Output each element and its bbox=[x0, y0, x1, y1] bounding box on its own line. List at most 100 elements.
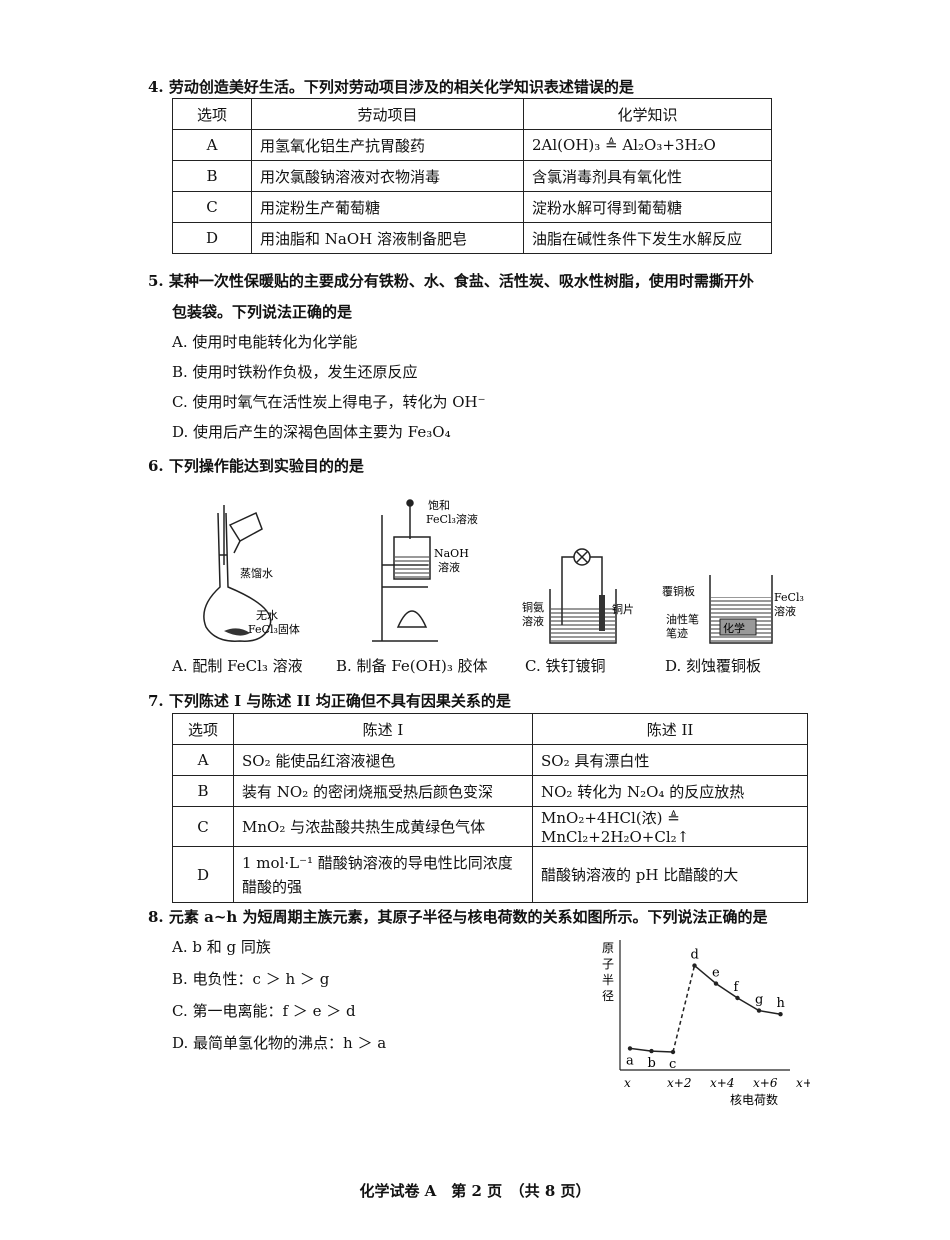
q4-row-b-project: 用次氯酸钠溶液对衣物消毒 bbox=[251, 160, 524, 192]
point-label-c: c bbox=[669, 1057, 676, 1072]
q4-row-a-option: A bbox=[172, 129, 252, 161]
q7-row-d-statement-2: 醋酸钠溶液的 pH 比醋酸的大 bbox=[532, 846, 808, 903]
x-tick-4: x+8 bbox=[796, 1076, 810, 1090]
q7-table: 选项 陈述 I 陈述 II A SO₂ 能使品红溶液褪色 SO₂ 具有漂白性 B… bbox=[172, 713, 808, 903]
q5-option-d: D. 使用后产生的深褐色固体主要为 Fe₃O₄ bbox=[172, 423, 451, 441]
point-c bbox=[670, 1049, 676, 1055]
label-b-top-1: 饱和 bbox=[428, 498, 450, 512]
label-d-board: 覆铜板 bbox=[662, 584, 695, 598]
q7-stem: 7. 下列陈述 I 与陈述 II 均正确但不具有因果关系的是 bbox=[148, 692, 511, 710]
q5-option-c: C. 使用时氧气在活性炭上得电子，转化为 OH⁻ bbox=[172, 393, 486, 411]
q4-row-a-knowledge: 2Al(OH)₃ ≜ Al₂O₃+3H₂O bbox=[523, 129, 772, 161]
q7-row-a-statement-1: SO₂ 能使品红溶液褪色 bbox=[233, 744, 533, 776]
q6-caption-b: B. 制备 Fe(OH)₃ 胶体 bbox=[336, 657, 488, 675]
label-d-mark: 化学 bbox=[723, 621, 745, 635]
label-b-naoh-2: 溶液 bbox=[438, 560, 460, 574]
label-a-solid-2: FeCl₃固体 bbox=[248, 622, 300, 636]
segment-b-c bbox=[651, 1050, 674, 1053]
point-label-a: a bbox=[626, 1053, 634, 1068]
point-label-h: h bbox=[777, 996, 786, 1011]
q5-option-a: A. 使用时电能转化为化学能 bbox=[172, 333, 358, 351]
label-a-water: 蒸馏水 bbox=[240, 566, 273, 580]
label-d-pen-2: 笔迹 bbox=[666, 626, 688, 640]
q4-header-project: 劳动项目 bbox=[251, 98, 524, 130]
x-tick-1: x+2 bbox=[667, 1076, 691, 1090]
q4-row-b-knowledge: 含氯消毒剂具有氧化性 bbox=[523, 160, 772, 192]
x-tick-3: x+6 bbox=[753, 1076, 778, 1090]
q7-row-c-statement-2: MnO₂+4HCl(浓) ≜ MnCl₂+2H₂O+Cl₂↑ bbox=[532, 806, 808, 847]
label-b-top-2: FeCl₃溶液 bbox=[426, 512, 478, 526]
label-d-pen-1: 油性笔 bbox=[666, 612, 699, 626]
point-label-b: b bbox=[648, 1056, 656, 1071]
label-d-sol-1: FeCl₃ bbox=[774, 591, 804, 604]
q4-row-d-option: D bbox=[172, 222, 252, 254]
page-footer: 化学试卷 A 第 2 页 （共 8 页） bbox=[359, 1182, 591, 1200]
point-label-g: g bbox=[755, 993, 763, 1008]
label-c-right: 铜片 bbox=[612, 602, 634, 616]
label-d-sol-2: 溶液 bbox=[774, 604, 796, 618]
apparatus-a-volumetric-flask: 蒸馏水 无水 FeCl₃固体 bbox=[203, 505, 300, 642]
q7-row-a-option: A bbox=[172, 744, 234, 776]
q5-option-b: B. 使用时铁粉作负极，发生还原反应 bbox=[172, 363, 418, 381]
q4-row-b-option: B bbox=[172, 160, 252, 192]
point-h bbox=[778, 1012, 783, 1017]
q4-row-c-knowledge: 淀粉水解可得到葡萄糖 bbox=[523, 191, 772, 223]
q7-header-option: 选项 bbox=[172, 713, 234, 745]
segment-f-g bbox=[737, 997, 760, 1012]
y-axis-label: 原子半径 bbox=[602, 941, 614, 1003]
segment-c-d bbox=[672, 965, 696, 1053]
x-tick-0: x bbox=[624, 1076, 631, 1090]
q7-row-d-option: D bbox=[172, 846, 234, 903]
segment-d-e bbox=[694, 965, 717, 985]
segment-e-f bbox=[715, 982, 738, 999]
x-tick-2: x+4 bbox=[710, 1076, 734, 1090]
q4-header-knowledge: 化学知识 bbox=[523, 98, 772, 130]
point-a bbox=[627, 1046, 633, 1051]
label-b-naoh-1: NaOH bbox=[434, 547, 469, 560]
q7-row-b-option: B bbox=[172, 775, 234, 807]
q7-row-c-option: C bbox=[172, 806, 234, 847]
point-b bbox=[649, 1048, 654, 1054]
q5-stem-line2: 包装袋。下列说法正确的是 bbox=[172, 303, 353, 321]
q8-stem: 8. 元素 a~h 为短周期主族元素，其原子半径与核电荷数的关系如图所示。下列说… bbox=[148, 908, 768, 926]
q8-option-c: C. 第一电离能：f ＞ e ＞ d bbox=[172, 1002, 356, 1020]
q6-caption-a: A. 配制 FeCl₃ 溶液 bbox=[172, 657, 303, 675]
q4-row-a-project: 用氢氧化铝生产抗胃酸药 bbox=[251, 129, 524, 161]
apparatus-d-etching: 化学 覆铜板 油性笔 笔迹 FeCl₃ 溶液 bbox=[662, 575, 804, 644]
q7-row-a-statement-2: SO₂ 具有漂白性 bbox=[532, 744, 808, 776]
q8-option-d: D. 最简单氢化物的沸点：h ＞ a bbox=[172, 1034, 387, 1052]
q4-row-c-project: 用淀粉生产葡萄糖 bbox=[251, 191, 524, 223]
q4-table: 选项 劳动项目 化学知识 A 用氢氧化铝生产抗胃酸药 2Al(OH)₃ ≜ Al… bbox=[172, 98, 772, 254]
q7-row-c-statement-1: MnO₂ 与浓盐酸共热生成黄绿色气体 bbox=[233, 806, 533, 847]
point-label-d: d bbox=[691, 948, 699, 963]
q8-option-a: A. b 和 g 同族 bbox=[172, 938, 271, 956]
q4-row-c-option: C bbox=[172, 191, 252, 223]
x-axis-label: 核电荷数 bbox=[730, 1092, 778, 1107]
q8-option-b: B. 电负性：c ＞ h ＞ g bbox=[172, 970, 330, 988]
segment-a-b bbox=[629, 1047, 652, 1052]
label-c-left-2: 溶液 bbox=[522, 614, 544, 628]
apparatus-c-electroplating: 铜氨 溶液 铜片 bbox=[522, 548, 634, 644]
q7-row-b-statement-2: NO₂ 转化为 N₂O₄ 的反应放热 bbox=[532, 775, 808, 807]
q4-row-d-knowledge: 油脂在碱性条件下发生水解反应 bbox=[523, 222, 772, 254]
q4-stem: 4. 劳动创造美好生活。下列对劳动项目涉及的相关化学知识表述错误的是 bbox=[148, 78, 634, 96]
segment-g-h bbox=[758, 1009, 781, 1015]
q5-stem-line1: 5. 某种一次性保暖贴的主要成分有铁粉、水、食盐、活性炭、吸水性树脂，使用时需撕… bbox=[148, 272, 754, 290]
point-label-f: f bbox=[734, 980, 740, 995]
q6-caption-d: D. 刻蚀覆铜板 bbox=[665, 657, 762, 675]
q6-stem: 6. 下列操作能达到实验目的的是 bbox=[148, 457, 364, 475]
label-a-solid-1: 无水 bbox=[256, 609, 278, 622]
q4-header-option: 选项 bbox=[172, 98, 252, 130]
q7-row-d-statement-1: 1 mol·L⁻¹ 醋酸钠溶液的导电性比同浓度醋酸的强 bbox=[233, 846, 533, 903]
point-f bbox=[735, 995, 740, 1001]
apparatus-b-colloid-setup: 饱和 FeCl₃溶液 NaOH 溶液 bbox=[372, 498, 478, 642]
point-d bbox=[692, 963, 697, 968]
q7-header-statement-2: 陈述 II bbox=[532, 713, 808, 745]
point-label-e: e bbox=[712, 966, 720, 981]
point-g bbox=[756, 1008, 762, 1013]
q4-row-d-project: 用油脂和 NaOH 溶液制备肥皂 bbox=[251, 222, 524, 254]
q7-header-statement-1: 陈述 I bbox=[233, 713, 533, 745]
q6-caption-c: C. 铁钉镀铜 bbox=[525, 657, 606, 675]
label-c-left-1: 铜氨 bbox=[522, 600, 544, 614]
